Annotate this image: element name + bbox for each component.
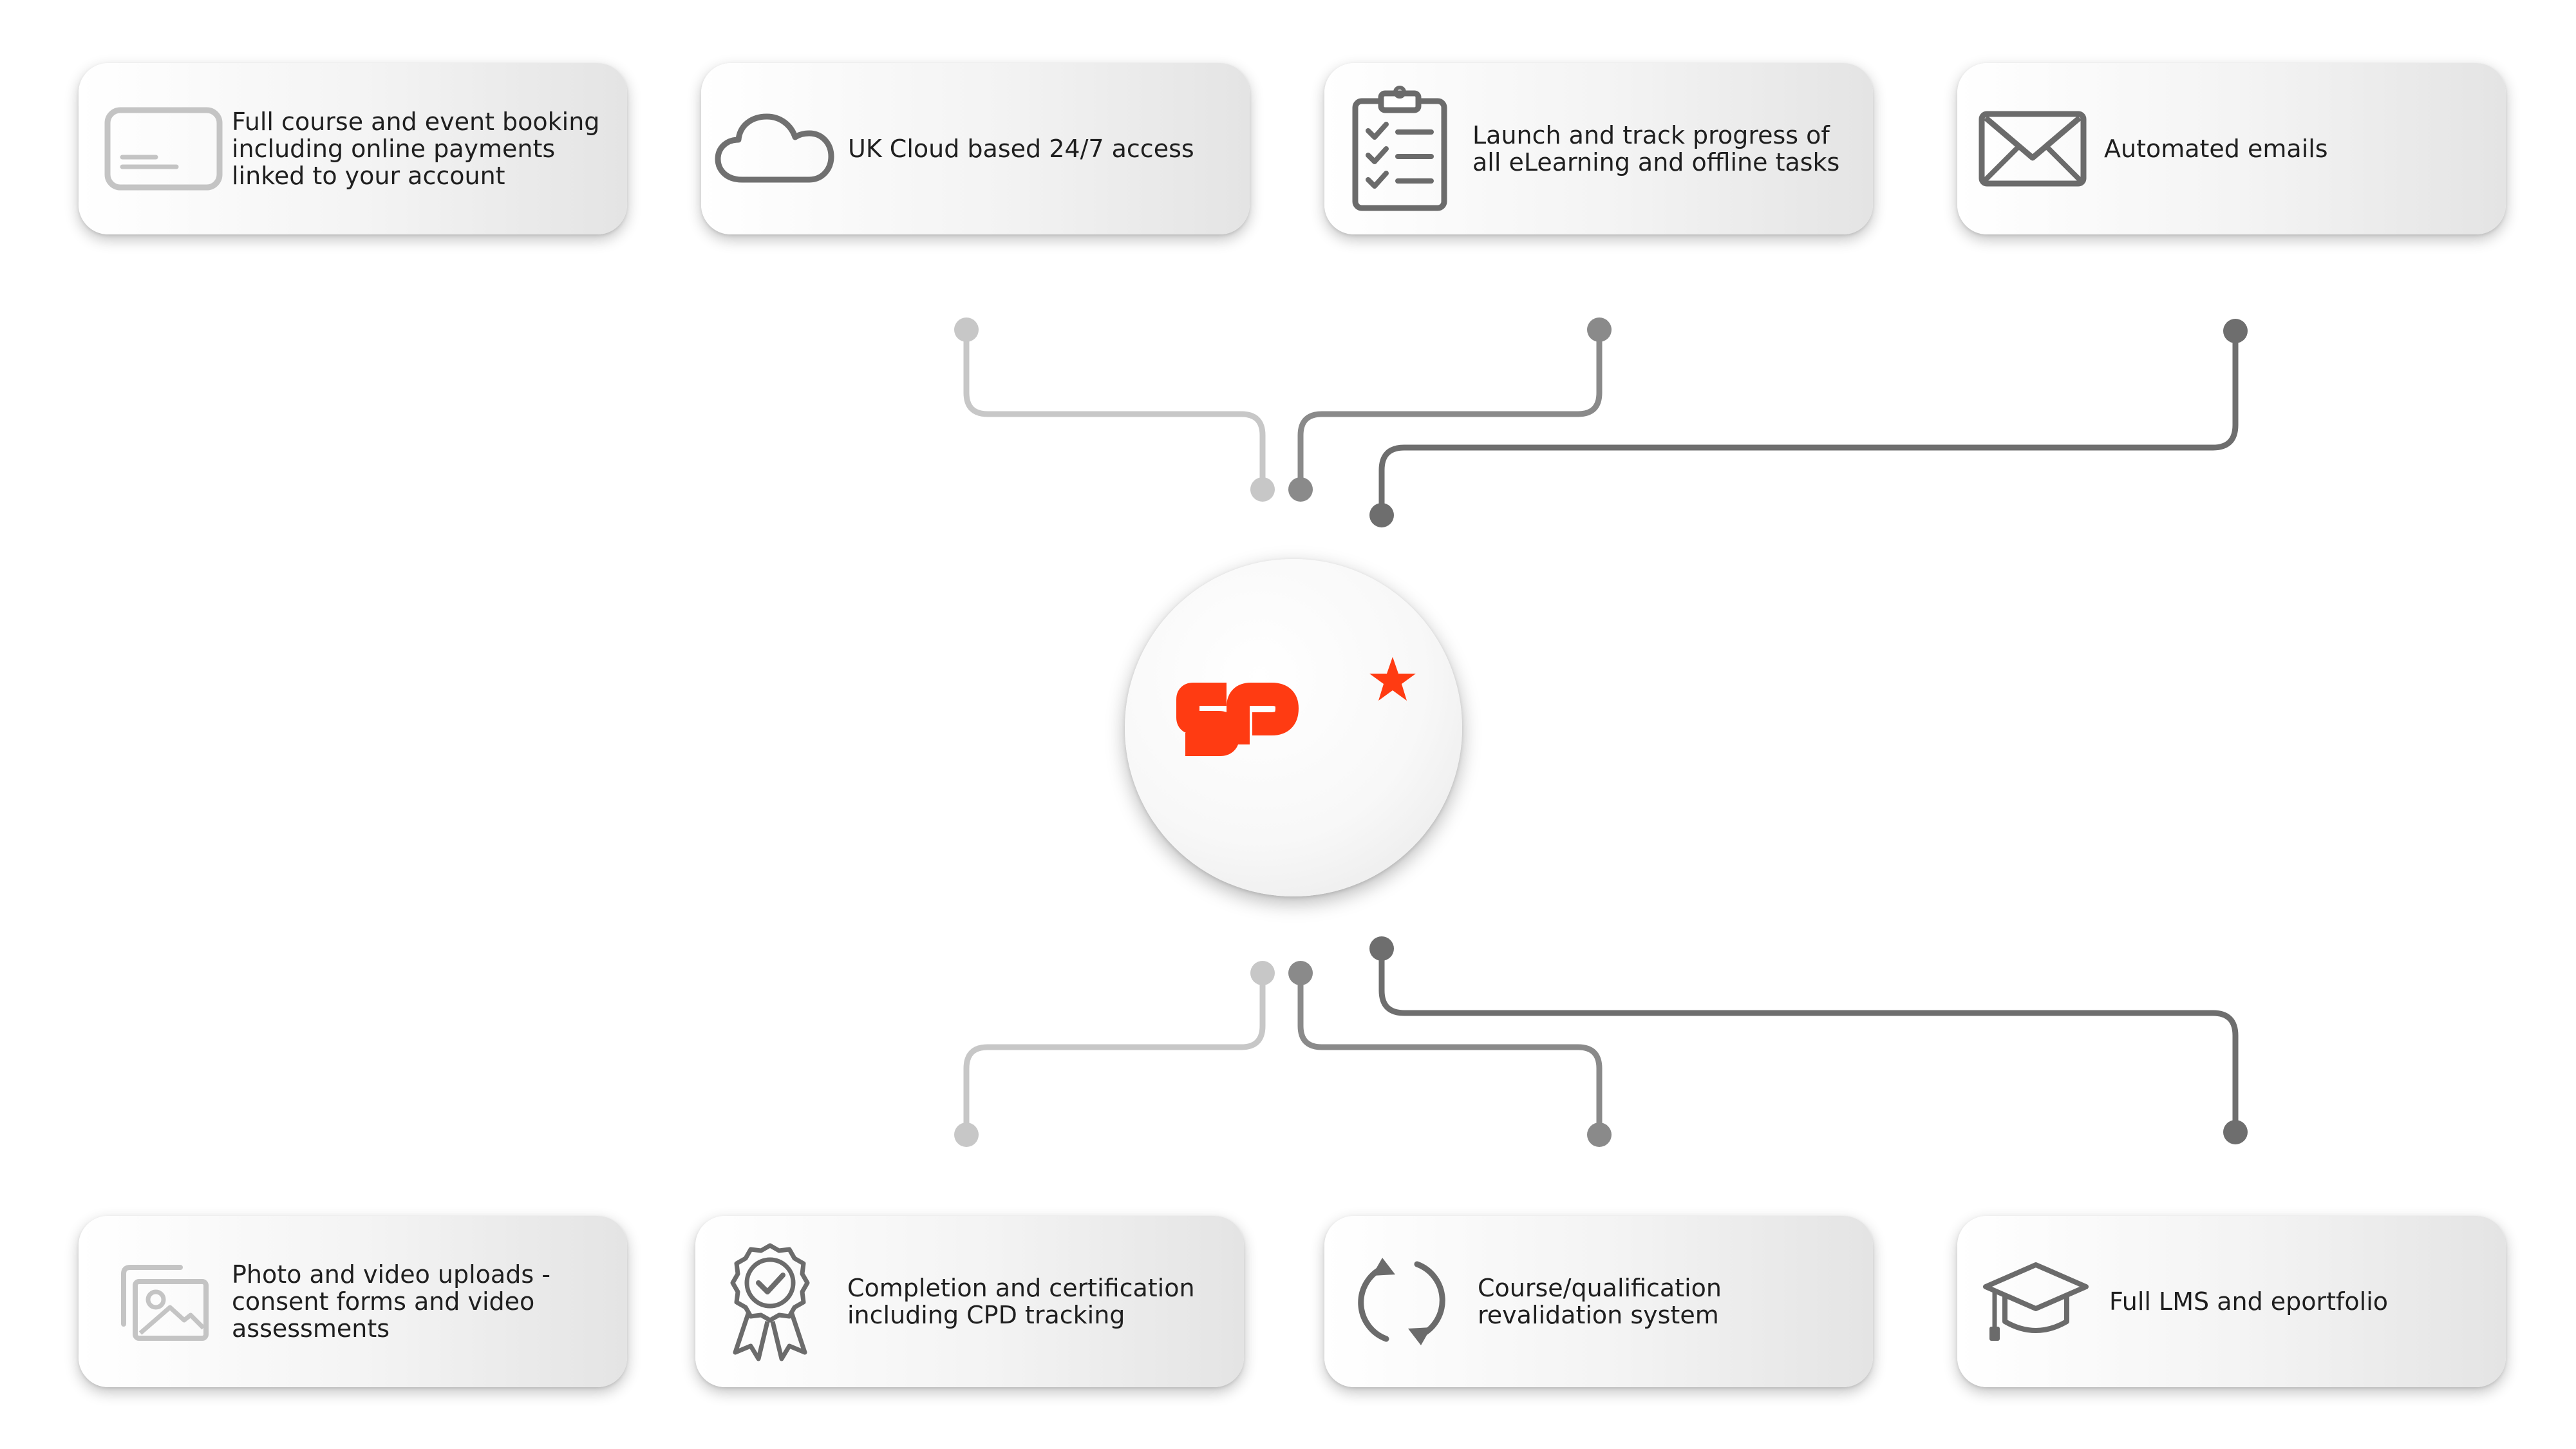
- feature-text: UK Cloud based 24/7 access: [848, 135, 1194, 163]
- connector-dot: [954, 317, 979, 342]
- connector-dot: [1288, 961, 1313, 985]
- certificate-rosette-icon: [730, 1243, 810, 1361]
- photo-upload-icon: [121, 1265, 209, 1341]
- feature-card-progress: Launch and track progress of all eLearni…: [1324, 63, 1873, 234]
- connector-dot: [1369, 503, 1394, 527]
- connector-top-3: [1378, 328, 2239, 518]
- feature-card-revalidation: Course/qualification revalidation system: [1324, 1216, 1873, 1387]
- feature-text: Full course and event booking including …: [232, 108, 600, 190]
- connector-dot: [1369, 936, 1394, 961]
- feature-card-uploads: Photo and video uploads - consent forms …: [79, 1216, 627, 1387]
- feature-text: Full LMS and eportfolio: [2109, 1287, 2389, 1316]
- feature-text: Photo and video uploads - consent forms …: [232, 1260, 550, 1343]
- refresh-cycle-icon: [1358, 1258, 1445, 1345]
- feature-card-emails: Automated emails: [1957, 63, 2506, 234]
- connector-dot: [2223, 1120, 2248, 1144]
- feature-card-cloud: UK Cloud based 24/7 access: [701, 63, 1250, 234]
- star-icon: [1369, 657, 1416, 701]
- connector-top-1: [963, 327, 1266, 493]
- feature-text: Launch and track progress of all eLearni…: [1472, 121, 1840, 176]
- graduation-cap-icon: [1983, 1262, 2089, 1341]
- cloud-icon: [715, 113, 834, 183]
- connector-dot: [1288, 477, 1313, 502]
- feature-card-lms: Full LMS and eportfolio: [1957, 1216, 2506, 1387]
- clipboard-checklist-icon: [1352, 86, 1447, 211]
- connector-dot: [1587, 317, 1612, 342]
- feature-text: Automated emails: [2104, 135, 2328, 163]
- connector-dot: [954, 1122, 979, 1147]
- central-hub: [1125, 559, 1462, 896]
- feature-text: Completion and certification including C…: [847, 1274, 1195, 1329]
- connector-dot: [1250, 477, 1275, 502]
- connector-dot: [1587, 1122, 1612, 1147]
- feature-card-booking: Full course and event booking including …: [79, 63, 627, 234]
- feature-card-certification: Completion and certification including C…: [695, 1216, 1244, 1387]
- envelope-icon: [1979, 111, 2087, 187]
- connector-top-2: [1297, 327, 1603, 493]
- connector-bottom-3: [1378, 945, 2239, 1135]
- connector-bottom-2: [1297, 970, 1603, 1138]
- feature-text: Course/qualification revalidation system: [1478, 1274, 1722, 1329]
- connector-dot: [2223, 319, 2248, 343]
- connector-dot: [1250, 961, 1275, 985]
- connector-bottom-1: [963, 970, 1266, 1138]
- credit-card-icon: [104, 107, 223, 191]
- sp-logo: [1176, 657, 1416, 756]
